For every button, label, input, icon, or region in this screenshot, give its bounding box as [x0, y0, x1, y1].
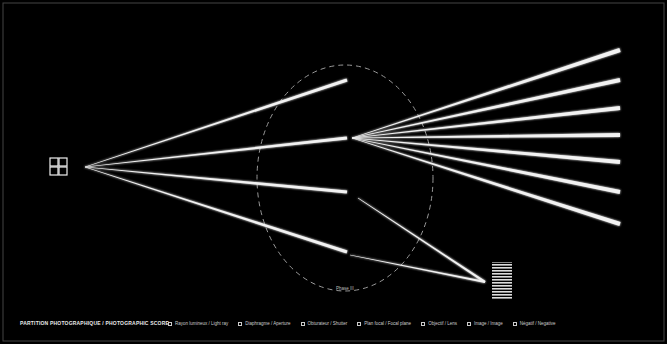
legend-swatch: [421, 322, 425, 326]
legend-swatch: [168, 322, 172, 326]
legend-text: Image / Image: [474, 321, 503, 326]
light-beam: [352, 138, 621, 226]
legend-swatch: [238, 322, 242, 326]
legend-text: Obturateur / Shutter: [308, 321, 348, 326]
legend-swatch: [513, 322, 517, 326]
legend-swatch: [301, 322, 305, 326]
dashed-ellipse: [257, 65, 433, 291]
legend-text: Diaphragme / Aperture: [245, 321, 290, 326]
legend-text: Plan focal / Focal plane: [364, 321, 411, 326]
light-beam: [352, 78, 621, 138]
light-beam: [358, 198, 486, 283]
frame: [3, 3, 664, 341]
legend: Rayon lumineux / Light ray Diaphragme / A…: [168, 321, 648, 326]
legend-item: Plan focal / Focal plane: [357, 321, 411, 326]
legend-text: Objectif / Lens: [428, 321, 457, 326]
legend-swatch: [357, 322, 361, 326]
legend-text: Rayon lumineux / Light ray: [175, 321, 228, 326]
light-beam: [85, 79, 348, 168]
legend-item: Diaphragme / Aperture: [238, 321, 290, 326]
legend-text: Négatif / Negative: [520, 321, 556, 326]
light-beams: [85, 48, 621, 283]
legend-item: Obturateur / Shutter: [301, 321, 348, 326]
light-beam: [352, 138, 621, 194]
ellipse-label: Phase III: [336, 286, 354, 291]
light-beam: [85, 167, 348, 254]
light-beam: [352, 106, 620, 138]
light-beam: [85, 136, 347, 167]
legend-item: Image / Image: [467, 321, 503, 326]
legend-item: Négatif / Negative: [513, 321, 556, 326]
window-icon: [50, 158, 67, 175]
legend-swatch: [467, 322, 471, 326]
light-beam: [352, 48, 621, 138]
score-title: PARTITION PHOTOGRAPHIQUE / PHOTOGRAPHIC …: [20, 320, 169, 326]
light-beam: [352, 133, 620, 138]
legend-item: Objectif / Lens: [421, 321, 457, 326]
light-beam: [350, 255, 485, 283]
legend-item: Rayon lumineux / Light ray: [168, 321, 228, 326]
striped-plate: [492, 262, 512, 300]
